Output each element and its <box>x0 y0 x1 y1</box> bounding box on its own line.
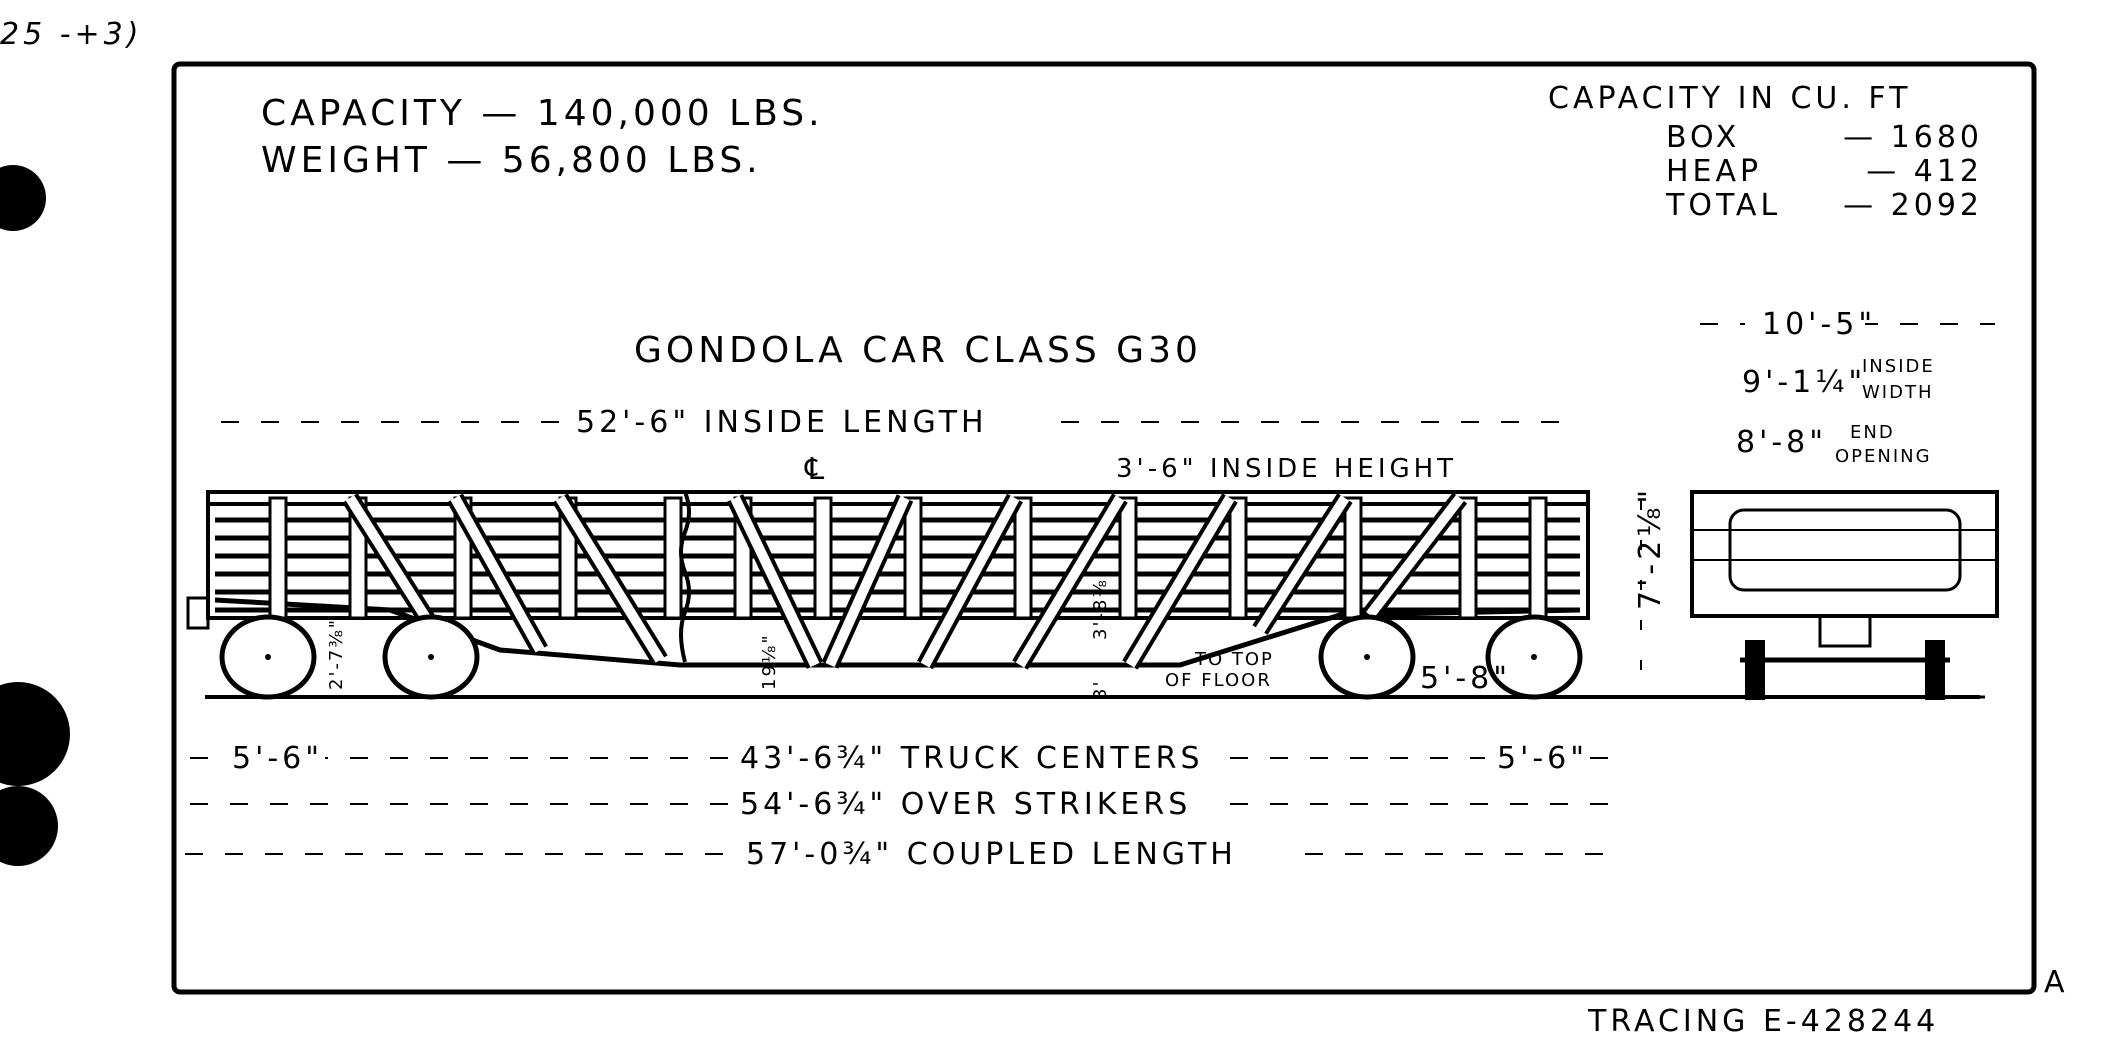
side-stake <box>1458 496 1478 620</box>
capacity-label: CAPACITY — 140,000 LBS. <box>261 93 824 134</box>
truck-centers-label: 43'-6¾" TRUCK CENTERS <box>740 741 1204 776</box>
weight-label: WEIGHT — 56,800 LBS. <box>261 140 762 181</box>
cubic-row-value: — 1680 <box>1843 120 1983 155</box>
wheel-axle <box>1364 654 1370 660</box>
diagonal-brace-fill <box>1125 495 1235 668</box>
end-opening-value: 8'-8" <box>1736 425 1827 460</box>
wheel-axle <box>1531 654 1537 660</box>
wheel-base-label: 5'-8" <box>1420 661 1511 696</box>
side-stake <box>1228 496 1248 620</box>
diagonal-brace-fill <box>825 495 910 668</box>
car-body-outline <box>206 490 1590 620</box>
side-stake <box>813 496 833 620</box>
drawing-title: GONDOLA CAR CLASS G30 <box>634 330 1202 371</box>
inside-length-label: 52'-6" INSIDE LENGTH <box>576 405 988 440</box>
diagonal-brace-fill <box>1015 495 1125 668</box>
wheel-axle <box>265 654 271 660</box>
end-overhang-left-label: 5'-6" <box>232 741 323 776</box>
coupled-length-label: 57'-0¾" COUPLED LENGTH <box>746 837 1237 872</box>
end-opening-label: END <box>1850 422 1895 443</box>
diagonal-brace-fill <box>450 495 545 653</box>
side-stake <box>903 496 923 620</box>
floor-note: OF FLOOR <box>1165 670 1272 691</box>
inside-width-label: WIDTH <box>1862 382 1934 403</box>
cubic-row-value: — 2092 <box>1843 188 1983 223</box>
end-overhang-right-label: 5'-6" <box>1497 741 1588 776</box>
side-depth-label: 3'-8⅛" <box>1090 568 1111 640</box>
coupler-left <box>186 596 210 630</box>
side-stake <box>268 496 288 620</box>
corner-note: 25 -+3) <box>0 17 142 52</box>
side-stake <box>1013 496 1033 620</box>
car-end-elevation <box>1690 490 1999 700</box>
tracing-number: TRACING E-428244 <box>1587 1004 1939 1039</box>
side-stake <box>663 496 683 620</box>
diagonal-brace-fill <box>1255 495 1350 633</box>
centerline-symbol: ℄ <box>804 452 828 487</box>
side-stake <box>1118 496 1138 620</box>
punch-hole <box>0 786 58 866</box>
center-sill-depth-label: 19⅛" <box>759 633 780 690</box>
inside-width-value: 9'-1¼" <box>1742 365 1866 400</box>
wheel-axle <box>428 654 434 660</box>
diagonal-brace-fill <box>730 495 820 668</box>
overall-width-label: 10'-5" <box>1762 307 1876 342</box>
floor-clearance-label: 3' <box>1090 680 1111 700</box>
side-sill <box>214 597 1581 668</box>
diagonal-brace-fill <box>1366 494 1464 619</box>
diagonal-brace-fill <box>920 495 1020 668</box>
diagonal-brace-fill <box>555 495 665 663</box>
cubic-row-label: TOTAL <box>1665 188 1781 223</box>
break-line <box>679 491 691 663</box>
coupler-height-label: 2'-7⅜" <box>326 618 347 690</box>
car-side-elevation <box>186 490 1980 700</box>
cubic-row-label: HEAP <box>1666 154 1762 189</box>
overall-height-label: 7'-2⅛" <box>1633 486 1668 610</box>
floor-note: TO TOP <box>1194 649 1274 670</box>
cubic-capacity-table: BOX — 1680 HEAP — 412 TOTAL — 2092 <box>1665 120 1983 223</box>
cubic-capacity-title: CAPACITY IN CU. FT <box>1548 81 1911 116</box>
inside-width-label: INSIDE <box>1862 356 1935 377</box>
punch-hole <box>0 165 46 231</box>
side-stake <box>1343 496 1363 620</box>
over-strikers-label: 54'-6¾" OVER STRIKERS <box>740 787 1191 822</box>
end-opening-label: OPENING <box>1835 446 1932 467</box>
drawing-border <box>171 61 2037 995</box>
side-stake <box>1528 496 1548 620</box>
cubic-row-value: — 412 <box>1866 154 1983 189</box>
cubic-row-label: BOX <box>1666 120 1740 155</box>
punch-hole <box>0 682 70 786</box>
revision-letter: A <box>2044 965 2069 1000</box>
inside-height-label: 3'-6" INSIDE HEIGHT <box>1116 454 1457 484</box>
